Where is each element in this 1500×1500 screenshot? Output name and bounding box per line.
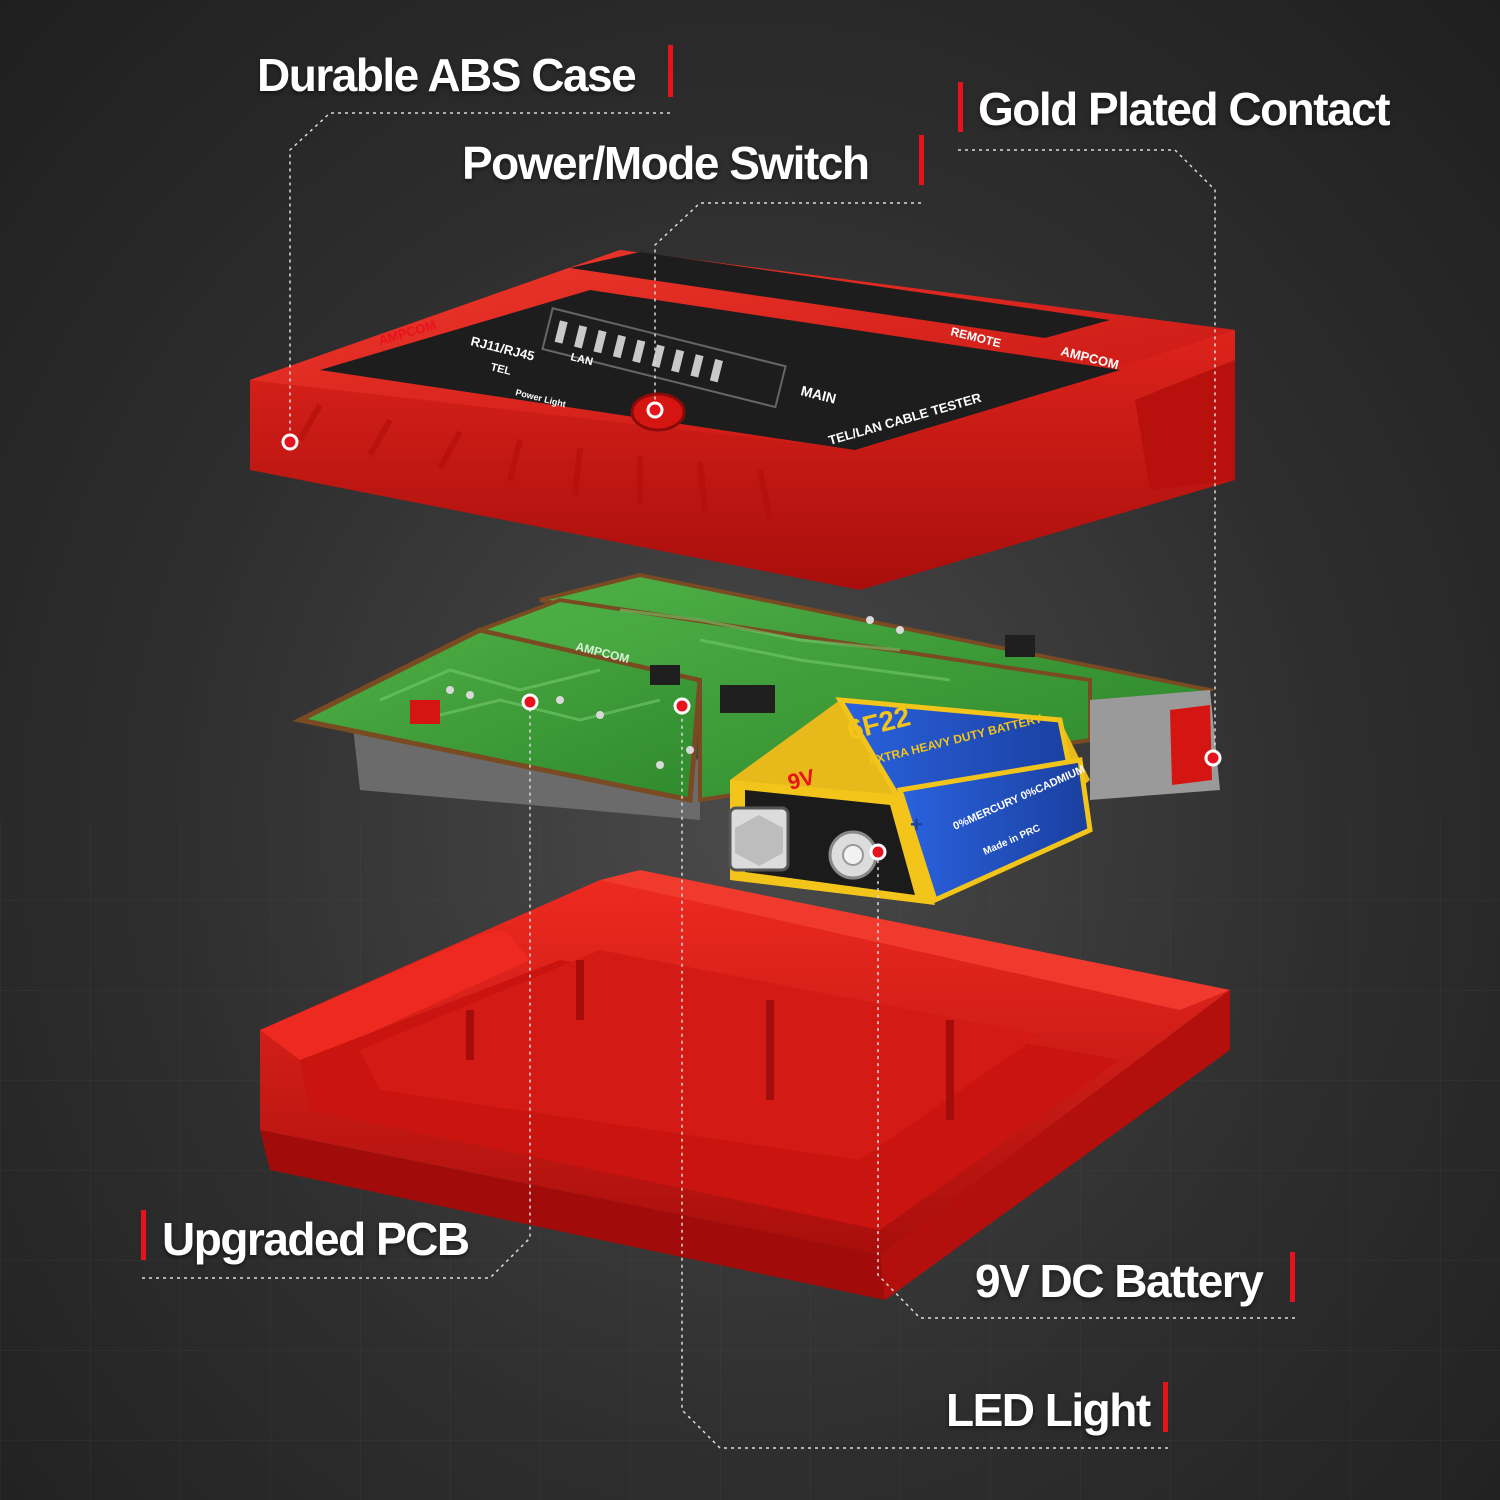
- callout-pcb-tick: [141, 1210, 146, 1260]
- leader-battery: [877, 852, 1295, 1319]
- callout-gold-contact: Gold Plated Contact: [978, 83, 1391, 135]
- callout-led: LED Light: [946, 1384, 1151, 1436]
- leader-gold-contact: [958, 149, 1216, 758]
- callout-leader-lines: [142, 112, 1295, 1449]
- marker-abs-case: [281, 433, 299, 451]
- bottom-case: [260, 870, 1230, 1300]
- leader-abs-case: [289, 112, 670, 442]
- callout-abs-case-tick: [668, 45, 673, 97]
- callout-battery-tick: [1290, 1252, 1295, 1302]
- callout-power-switch: Power/Mode Switch: [462, 137, 870, 189]
- leader-pcb: [142, 702, 531, 1279]
- marker-pcb: [521, 693, 539, 711]
- callout-markers: [281, 401, 1222, 861]
- marker-gold-contact: [1204, 749, 1222, 767]
- device-lan-label: LAN: [569, 351, 594, 368]
- callout-power-switch-tick: [919, 135, 924, 185]
- callout-gold-contact-tick: [958, 82, 963, 132]
- top-case: RJ11/RJ45 TEL LAN Power Light MAIN TEL/L…: [250, 250, 1235, 590]
- marker-led: [673, 697, 691, 715]
- callout-abs-case: Durable ABS Case: [257, 49, 637, 101]
- marker-battery: [869, 843, 887, 861]
- callout-battery: 9V DC Battery: [975, 1255, 1264, 1307]
- marker-power-switch: [646, 401, 664, 419]
- battery-plus-sign: +: [910, 812, 923, 837]
- leader-led: [681, 706, 1168, 1449]
- remote-panel: [570, 252, 1110, 338]
- device-tel-label: TEL: [489, 361, 512, 378]
- callout-led-tick: [1163, 1382, 1168, 1432]
- leader-power-switch: [654, 202, 921, 410]
- nine-volt-battery: 9V 6F22 EXTRA HEAVY DUTY BATTERY 0%MERCU…: [728, 697, 1093, 905]
- callout-pcb: Upgraded PCB: [162, 1213, 470, 1265]
